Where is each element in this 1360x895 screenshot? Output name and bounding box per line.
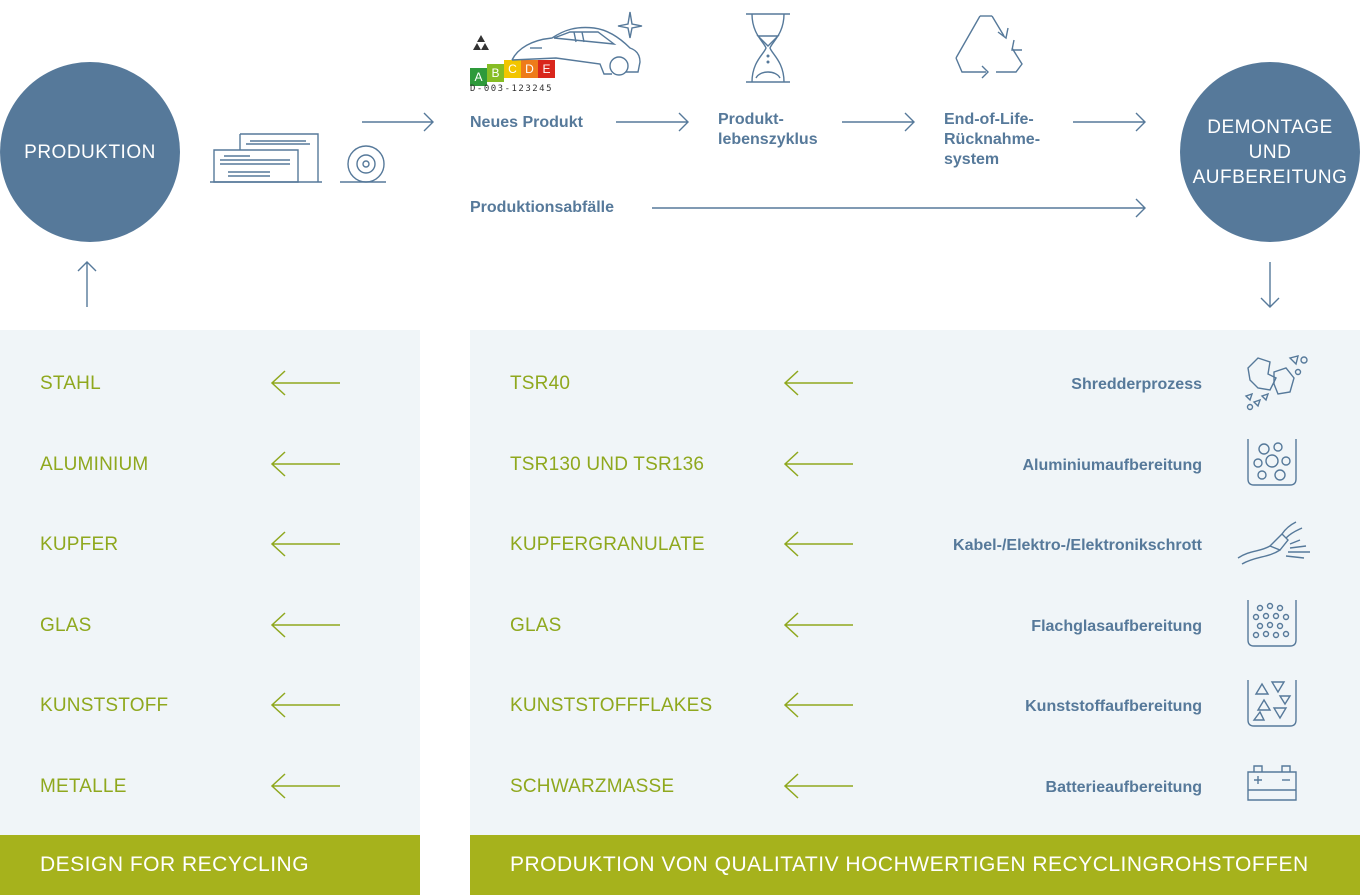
left-arrow-5 [270,692,340,718]
right-arrow-4 [783,612,853,638]
right-material-copper-granulate: KUPFERGRANULATE [510,534,705,555]
arrow-to-eol [842,112,915,132]
battery-icon [1247,765,1297,801]
production-waste-label: Produktionsabfälle [470,199,615,216]
right-footer: PRODUKTION VON QUALITATIV HOCHWERTIGEN R… [470,835,1360,895]
left-arrow-3 [270,531,340,557]
production-circle: PRODUKTION [0,62,180,242]
left-item-metals: METALLE [40,776,127,797]
process-cable: Kabel-/Elektro-/Elektronikschrott [953,537,1202,554]
right-material-plastic-flakes: KUNSTSTOFFFLAKES [510,695,713,716]
label-letter-e: E [538,60,555,78]
left-item-copper: KUPFER [40,534,119,555]
label-letter-a: A [470,68,487,86]
right-material-tsr40: TSR40 [510,373,571,394]
left-item-steel: STAHL [40,373,101,394]
right-arrow-1 [783,370,853,396]
right-material-black-mass: SCHWARZMASSE [510,776,675,797]
dismantling-circle: DEMONTAGE UND AUFBEREITUNG [1180,62,1360,242]
new-product-label: Neues Produkt [470,114,583,131]
left-footer: DESIGN FOR RECYCLING [0,835,420,895]
lifecycle-label: Produkt- lebenszyklus [718,111,818,148]
process-aluminium: Aluminiumaufbereitung [1022,457,1202,474]
left-arrow-4 [270,612,340,638]
label-recycle-icon [473,35,489,50]
left-item-plastic: KUNSTSTOFF [40,695,169,716]
eol-label: End-of-Life- Rücknahme- system [944,111,1041,168]
aluminium-granules-icon [1247,439,1297,486]
arrow-production-waste [652,198,1146,218]
left-panel [0,330,420,835]
right-arrow-2 [783,451,853,477]
arrow-up-to-production [77,261,97,307]
right-arrow-3 [783,531,853,557]
hourglass-icon [746,13,790,83]
cable-icon [1237,521,1310,565]
process-battery: Batterieaufbereitung [1045,779,1202,796]
label-letter-b: B [487,64,504,82]
label-code: D-003-123245 [470,84,554,94]
recycle-icon [955,15,1023,79]
glass-granules-icon [1247,600,1297,647]
plastic-flakes-icon [1247,680,1297,727]
label-letter-c: C [504,60,521,78]
process-plastic: Kunststoffaufbereitung [1025,698,1202,715]
flow-arrows [77,112,1280,308]
label-letter-d: D [521,60,538,78]
left-item-glass: GLAS [40,615,92,636]
left-item-aluminium: ALUMINIUM [40,454,149,475]
car-icon [511,11,643,76]
right-arrow-6 [783,773,853,799]
left-arrow-1 [270,370,340,396]
arrow-to-lifecycle [616,112,689,132]
right-material-glass: GLAS [510,615,562,636]
green-arrows [270,370,853,799]
factory-icon [210,133,386,183]
arrow-to-new-product [362,112,434,132]
arrow-down-from-dismantling [1260,262,1280,308]
right-material-tsr130: TSR130 UND TSR136 [510,454,705,475]
process-flat-glass: Flachglasaufbereitung [1031,618,1202,635]
process-shredder: Shredderprozess [1071,376,1202,393]
arrow-to-dismantling [1073,112,1146,132]
left-arrow-2 [270,451,340,477]
left-arrow-6 [270,773,340,799]
right-arrow-5 [783,692,853,718]
right-panel [470,330,1360,835]
energy-label-bar: A B C D E [470,60,555,86]
shredder-icon [1244,355,1308,411]
